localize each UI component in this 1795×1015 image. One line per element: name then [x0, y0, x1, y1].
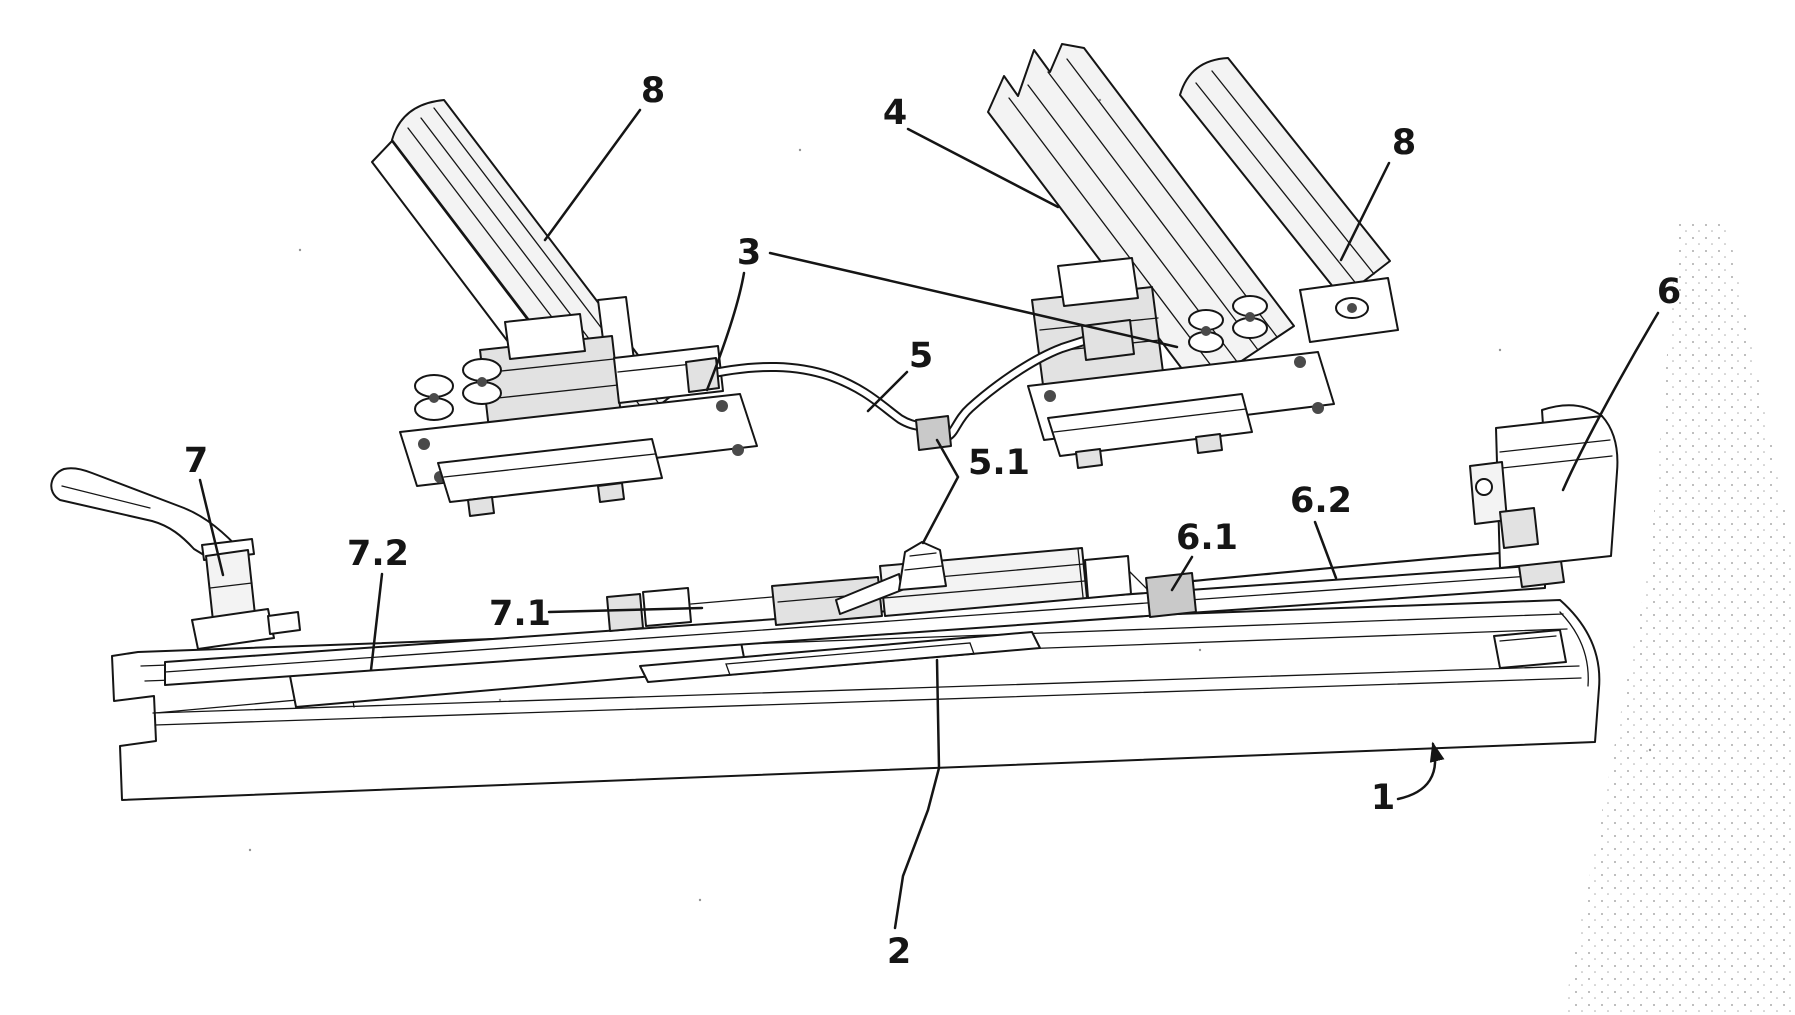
leader-ref-7-2	[369, 572, 384, 672]
bracket-foot	[191, 608, 275, 650]
label-ref-1: 1	[1371, 778, 1395, 818]
label-ref-8-left: 8	[641, 71, 665, 111]
leader-ref-3	[705, 251, 1179, 392]
slot	[725, 642, 975, 676]
leader-ref-7	[198, 478, 225, 577]
leader-ref-8-left	[543, 108, 642, 242]
coupling-block	[606, 593, 644, 632]
cable-holder	[898, 541, 947, 591]
label-ref-3: 3	[737, 233, 761, 273]
leader-ref-2	[893, 658, 941, 930]
label-ref-5: 5	[909, 336, 933, 376]
inclined-rail-right-8	[1179, 57, 1391, 299]
leader-ref-7-1	[547, 606, 704, 614]
leader-ref-6	[1561, 311, 1660, 492]
leader-ref-6-2	[1313, 520, 1338, 580]
leader-ref-5-1	[921, 438, 960, 545]
connecting-cable-part	[685, 319, 1135, 451]
right-lock-assembly	[987, 43, 1399, 469]
label-ref-6-2: 6.2	[1290, 481, 1352, 521]
label-ref-5-1: 5.1	[968, 443, 1030, 483]
slot-tray	[639, 631, 1041, 683]
label-ref-7-1: 7.1	[489, 594, 551, 634]
label-ref-7-2: 7.2	[347, 534, 409, 574]
label-ref-6-1: 6.1	[1176, 518, 1238, 558]
leader-ref-4	[906, 127, 1060, 209]
leader-lines	[198, 108, 1660, 930]
stipple-texture	[1563, 222, 1795, 1015]
leader-ref-6-1	[1170, 555, 1194, 592]
drive-unit-part	[606, 541, 1197, 632]
motor-part	[1469, 404, 1619, 569]
label-ref-8-right: 8	[1392, 123, 1416, 163]
cable-end-right	[1081, 319, 1135, 361]
leader-ref-1	[1396, 741, 1445, 801]
leader-ref-5	[866, 370, 909, 413]
leader-ref-8-right	[1339, 161, 1391, 262]
inclined-rail-4	[987, 43, 1295, 391]
reference-numerals: 8 4 8 3 5 6 5.1 6.1 6.2 7 7.2 7.1 1 2	[184, 71, 1681, 972]
left-lock-assembly	[371, 99, 758, 517]
release-handle-part	[50, 467, 301, 650]
cable-clamp-6-1	[1145, 572, 1197, 618]
spindle-housing	[771, 576, 883, 626]
cable-clamp-5-1	[915, 415, 952, 451]
label-ref-7: 7	[184, 441, 208, 481]
label-ref-6: 6	[1657, 272, 1681, 312]
label-ref-4: 4	[883, 93, 907, 133]
paper-specks	[248, 98, 1652, 902]
bowden-cable-6-2	[1191, 549, 1528, 583]
label-ref-2: 2	[887, 932, 911, 972]
